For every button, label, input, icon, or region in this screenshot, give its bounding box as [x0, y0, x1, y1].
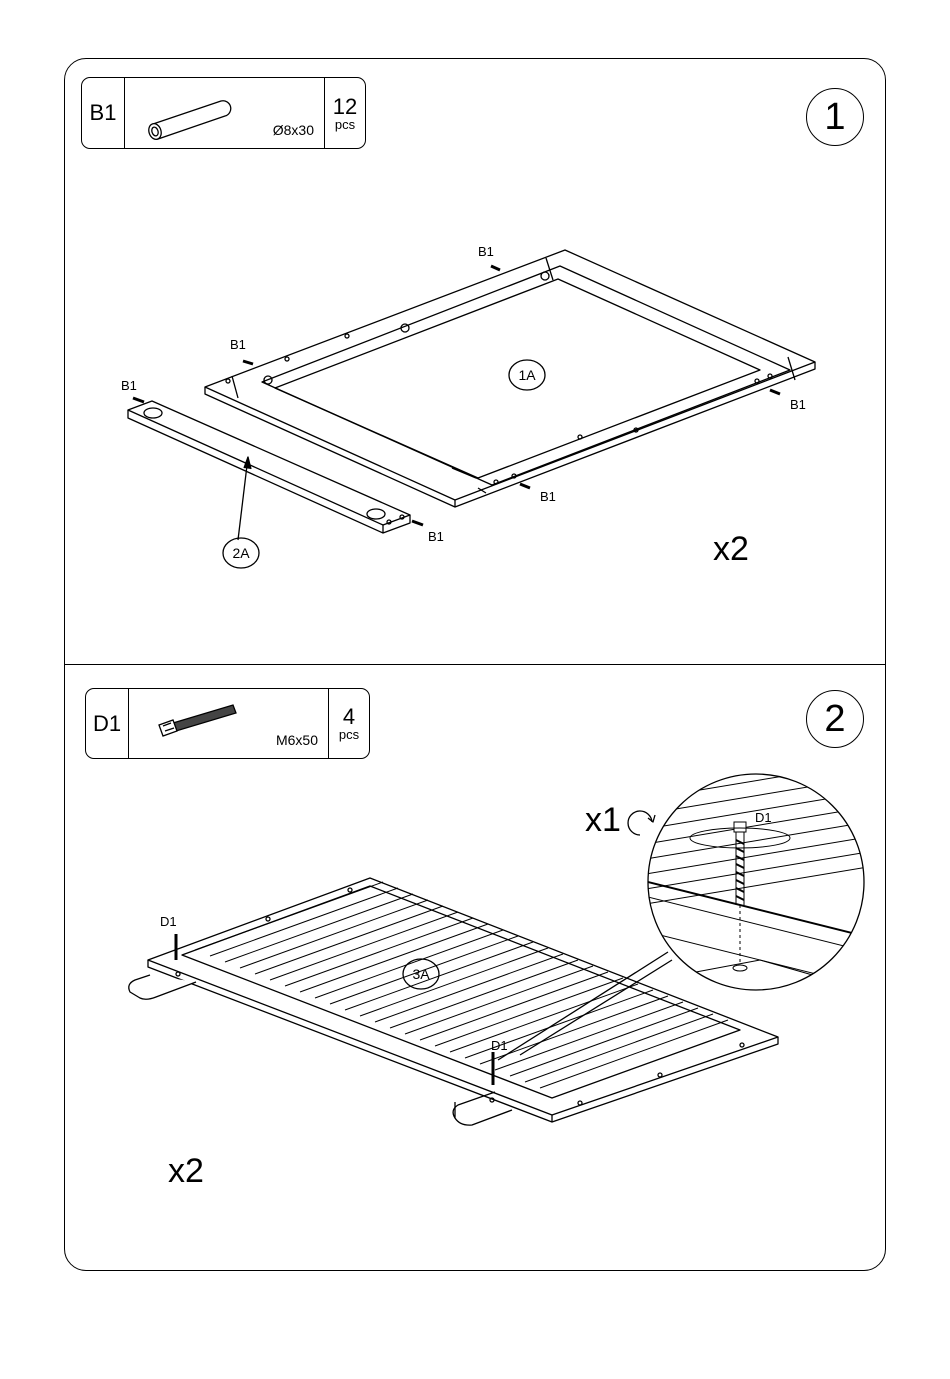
- bolt-label: D1: [491, 1038, 508, 1053]
- step2-multiplier: x2: [168, 1152, 204, 1191]
- bolt-label: D1: [755, 810, 772, 825]
- detail-zoom: [640, 760, 880, 1000]
- step2-detail-multiplier: x1: [585, 801, 621, 840]
- label-3a: 3A: [412, 966, 430, 982]
- bolt-label: D1: [160, 914, 177, 929]
